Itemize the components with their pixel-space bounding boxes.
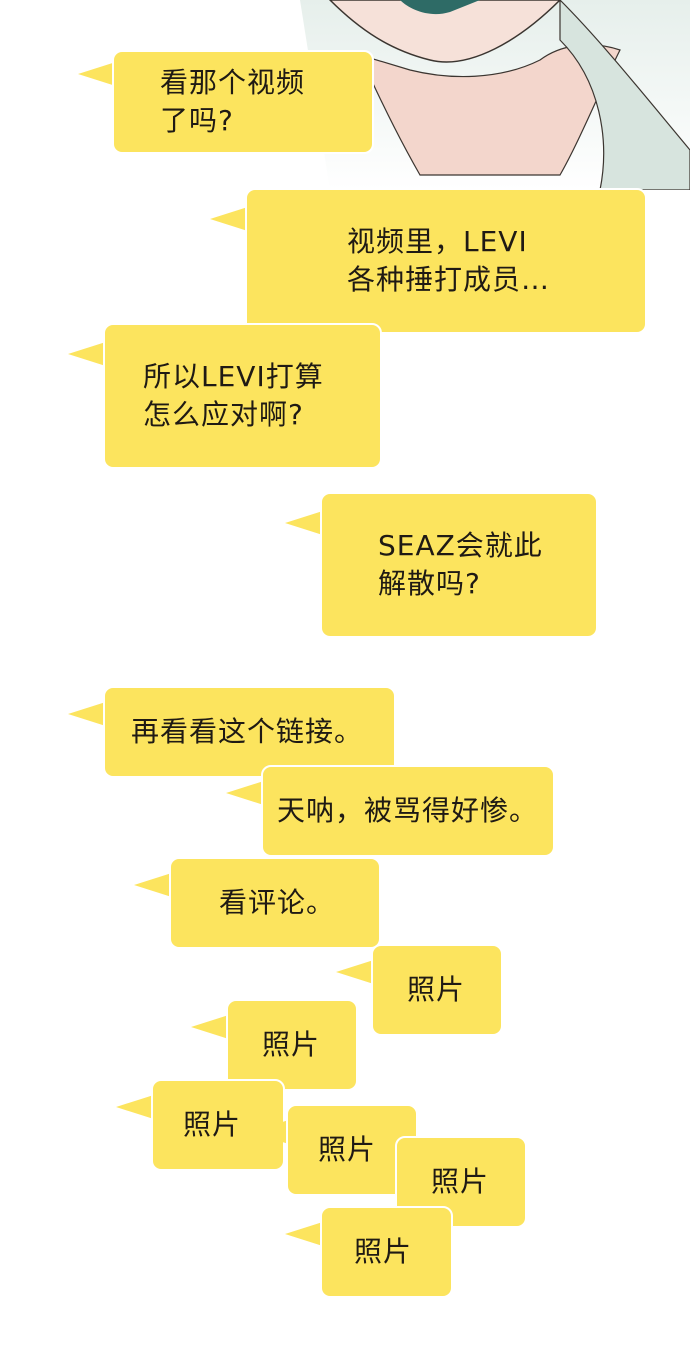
- speech-bubble-body: 再看看这个链接。: [103, 686, 396, 778]
- collar: [559, 0, 690, 190]
- speech-bubble-body: 照片: [371, 944, 503, 1036]
- speech-bubble-body: 视频里，LEVI 各种捶打成员…: [245, 188, 647, 334]
- speech-bubble-body: 天呐，被骂得好惨。: [261, 765, 555, 857]
- message-line: 解散吗?: [378, 567, 481, 600]
- speech-bubble-body: 所以LEVI打算怎么应对啊?: [103, 323, 382, 469]
- message-line: 照片: [354, 1235, 413, 1268]
- speech-bubble-body: 看评论。: [169, 857, 381, 949]
- teal-hair: [400, 0, 480, 15]
- message-line: 照片: [183, 1108, 242, 1141]
- message-line: 照片: [431, 1165, 490, 1198]
- message-line: 看评论。: [219, 886, 336, 919]
- character-illustration: [300, 0, 690, 190]
- neck: [358, 44, 621, 176]
- message-line: 怎么应对啊?: [143, 398, 304, 431]
- message-line: 天呐，被骂得好惨。: [277, 794, 539, 827]
- face-chin: [328, 0, 562, 63]
- speech-bubble-body: 看那个视频了吗?: [112, 50, 374, 154]
- message-line: 看那个视频: [160, 66, 306, 99]
- message-line: 视频里，LEVI: [347, 225, 528, 258]
- speech-bubble-body: 照片: [226, 999, 358, 1091]
- speech-bubble-body: 照片: [320, 1206, 453, 1298]
- message-line: SEAZ会就此: [378, 529, 543, 562]
- speech-bubble-body: SEAZ会就此解散吗?: [320, 492, 598, 638]
- message-line: 所以LEVI打算: [143, 360, 324, 393]
- message-line: 照片: [262, 1028, 321, 1061]
- speech-bubble-body: 照片: [395, 1136, 527, 1228]
- message-line: 各种捶打成员…: [347, 263, 551, 296]
- message-line: 照片: [407, 973, 466, 1006]
- message-line: 了吗?: [160, 104, 234, 137]
- message-line: 再看看这个链接。: [131, 715, 364, 748]
